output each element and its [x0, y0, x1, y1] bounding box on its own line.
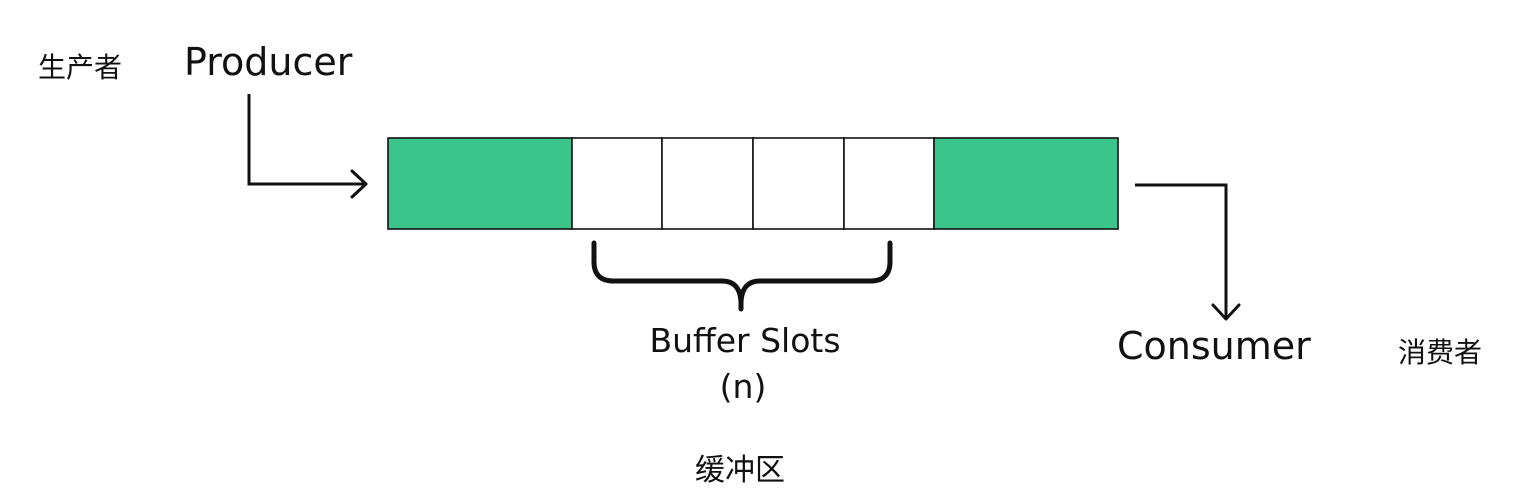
buffer-slot-filled: [933, 137, 1119, 230]
consumer-chinese-label: 消费者: [1398, 336, 1482, 369]
consumer-arrowhead-icon: [1211, 303, 1241, 321]
buffer-slots-brace: [591, 240, 893, 305]
producer-arrowhead-icon: [350, 169, 368, 199]
consumer-arrow-line: [1135, 183, 1228, 318]
buffer-slots-count-label: (n): [720, 367, 767, 406]
buffer-slot-empty: [752, 137, 845, 230]
buffer-slot-empty: [843, 137, 935, 230]
buffer-chinese-label: 缓冲区: [695, 453, 785, 488]
buffer-slot-empty: [571, 137, 663, 230]
producer-chinese-label: 生产者: [38, 51, 122, 84]
buffer: [387, 137, 1119, 230]
buffer-slots-label: Buffer Slots: [649, 321, 840, 360]
producer-arrow-line: [247, 94, 365, 186]
consumer-label: Consumer: [1117, 324, 1311, 368]
buffer-slot-empty: [661, 137, 754, 230]
producer-label: Producer: [184, 40, 353, 84]
buffer-slot-filled: [387, 137, 573, 230]
